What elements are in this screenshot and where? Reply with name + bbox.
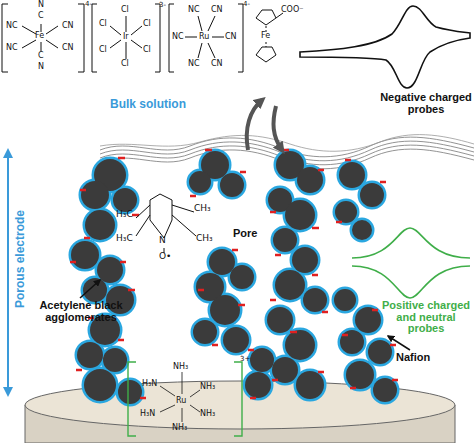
charge-label: 4- [85,1,92,8]
chemical-label: COO⁻ [281,6,303,14]
chemical-label: H₃C [116,210,133,219]
chemical-label: O• [159,252,171,261]
thickness-arrow [7,150,9,395]
chemical-label: Cl [99,20,107,28]
chemical-label: CN [225,33,237,41]
chemical-label: NH₃ [173,363,188,371]
chemical-label: H₃N [142,380,157,388]
chemical-label: Cl [143,46,151,54]
chemical-label: NH₃ [200,383,215,391]
cv-curve [300,6,470,88]
annotation: Pore [233,228,257,240]
chemical-label: H₃C [116,234,133,243]
chemical-label: NC [188,60,200,68]
chemical-label: C [38,52,44,60]
chemical-label: CH₃ [194,204,211,213]
chemical-label: Fe [35,32,44,40]
chemical-label: H₃N [140,410,155,418]
complex-brackets [2,4,283,253]
annotation: Negative charged probes [378,92,474,115]
peak-curve [352,228,470,298]
chemical-label: NC [172,33,184,41]
chemical-label: N [38,1,44,9]
chemical-label: NC [6,22,18,30]
leader-arrow [80,280,100,298]
chemical-label: Cl [99,46,107,54]
charge-label: 3- [159,2,166,9]
chemical-label: CH₃ [196,234,213,243]
chemical-label: CN [211,6,223,14]
complex-brackets [128,362,242,436]
chemical-label: NC [6,44,18,52]
chemical-label: Cl [143,20,151,28]
chemical-label: CN [62,22,74,30]
chemical-label: NC [188,6,200,14]
charge-label: 3+ [240,356,250,363]
chemical-label: Ir [123,33,129,41]
charge-label: 4- [243,1,250,8]
chemical-label: N [159,236,166,245]
chemical-label: NH₃ [172,424,187,432]
chemical-label: Ru [199,33,209,41]
chemical-label: Cl [121,6,129,14]
chemical-label: CN [62,44,74,52]
chemical-label: N [38,63,44,71]
chemical-label: C [38,12,44,20]
region-label: Bulk solution [110,98,186,111]
chemical-label: NH₃ [200,410,215,418]
annotation: Nafion [396,352,430,364]
chemical-label: Cl [121,60,129,68]
leader-arrow [388,336,410,350]
complex-bonds [160,372,200,422]
chemical-label: CN [211,60,223,68]
chemical-label: Ru [176,397,186,405]
negative-charges [70,150,398,398]
annotation: Acetylene black agglomerates [22,300,140,323]
exchange-arrows [247,100,282,150]
carbon-agglomerates [71,151,397,404]
annotation: Positive charged and neutral probes [378,300,474,335]
chemical-label: Fe [261,32,270,40]
region-label: Porous electrode [14,210,27,308]
